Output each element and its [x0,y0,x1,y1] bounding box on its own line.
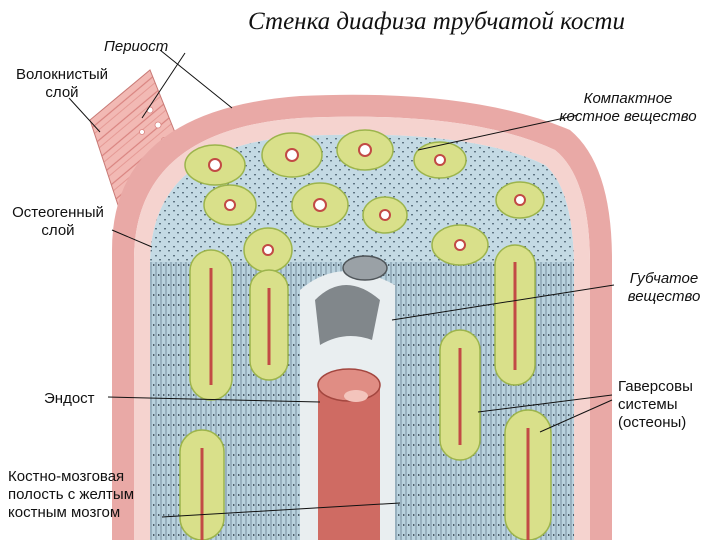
osteons-cross-section [184,129,545,273]
label-marrow-cavity-line3: костным мозгом [8,504,121,521]
label-periosteum: Периост [104,38,169,55]
label-spongy-bone-line1: Губчатое [629,270,699,287]
label-marrow-cavity-line1: Костно-мозговая [8,468,125,485]
marrow-cavity [300,255,395,540]
label-compact-bone-line2: костное вещество [559,108,697,125]
label-osteogenic-layer-line2: слой [41,222,75,239]
pointer-lines [68,49,615,518]
label-osteogenic-layer-line1: Остеогенный [12,204,104,221]
label-endosteum: Эндост [44,390,95,407]
periosteum-band [112,94,612,540]
label-haversian-systems: Гаверсовы системы (остеоны) [618,378,693,432]
label-haversian-line3: (остеоны) [618,414,687,431]
label-spongy-bone-line2: вещество [627,288,701,305]
label-fibrous-layer-line1: Волокнистый [15,66,109,83]
label-fibrous-layer-line2: слой [45,84,79,101]
label-fibrous-layer: Волокнистый слой [6,66,118,102]
label-osteogenic-layer: Остеогенный слой [4,204,112,240]
label-spongy-bone: Губчатое вещество [612,270,716,306]
label-marrow-cavity: Костно-мозговая полость с желтым костным… [8,468,134,522]
label-marrow-cavity-line2: полость с желтым [8,486,135,503]
label-compact-bone-line1: Компактное [583,90,673,107]
label-haversian-line1: Гаверсовы [618,378,693,395]
label-haversian-line2: системы [618,396,678,413]
diagram-title: Стенка диафиза трубчатой кости [248,8,625,35]
label-compact-bone: Компактное костное вещество [540,90,716,126]
